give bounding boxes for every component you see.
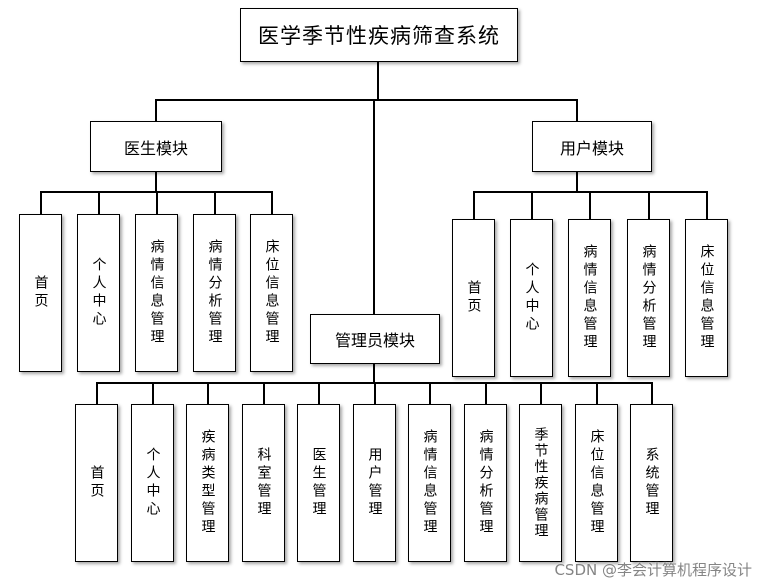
connector xyxy=(473,191,475,219)
doctor-module-label: 医生模块 xyxy=(123,138,188,158)
admin-module-label: 管理员模块 xyxy=(334,331,415,350)
admin-item-box: 疾病类型管理 xyxy=(186,404,229,562)
connector xyxy=(271,191,273,214)
watermark: CSDN @李会计算机程序设计 xyxy=(554,561,752,579)
admin-item-box: 用户管理 xyxy=(353,404,396,562)
connector xyxy=(540,382,542,404)
admin-item-label: 个人中心 xyxy=(144,447,161,519)
admin-item-label: 用户管理 xyxy=(366,447,383,519)
connector xyxy=(576,99,578,121)
system-title-box: 医学季节性疾病筛查系统 xyxy=(240,8,518,62)
user-item-label: 病情信息管理 xyxy=(581,244,598,352)
doctor-module-box: 医生模块 xyxy=(90,121,222,172)
connector xyxy=(318,382,320,404)
user-item-label: 床位信息管理 xyxy=(698,244,715,352)
user-item-label: 病情分析管理 xyxy=(640,244,657,352)
admin-item-label: 科室管理 xyxy=(255,447,272,519)
admin-item-box: 病情信息管理 xyxy=(408,404,451,562)
doctor-item-label: 首页 xyxy=(32,275,49,311)
admin-item-box: 医生管理 xyxy=(297,404,340,562)
doctor-item-box: 首页 xyxy=(19,214,62,372)
doctor-item-box: 病情分析管理 xyxy=(193,214,236,372)
admin-item-label: 床位信息管理 xyxy=(588,429,605,537)
user-item-box: 床位信息管理 xyxy=(685,219,728,377)
admin-item-box: 科室管理 xyxy=(242,404,285,562)
doctor-item-box: 床位信息管理 xyxy=(250,214,293,372)
admin-item-box: 系统管理 xyxy=(630,404,673,562)
admin-item-box: 季节性疾病管理 xyxy=(519,404,562,562)
user-item-box: 病情分析管理 xyxy=(627,219,670,377)
doctor-item-label: 病情信息管理 xyxy=(148,239,165,347)
connector xyxy=(263,382,265,404)
user-item-label: 首页 xyxy=(465,280,482,316)
connector xyxy=(98,191,100,214)
connector xyxy=(589,191,591,219)
connector xyxy=(155,172,157,192)
user-item-box: 首页 xyxy=(452,219,495,377)
connector xyxy=(377,62,379,100)
user-module-label: 用户模块 xyxy=(559,138,624,158)
user-module-box: 用户模块 xyxy=(532,121,652,172)
connector xyxy=(429,382,431,404)
connector xyxy=(207,382,209,404)
connector xyxy=(576,172,578,192)
doctor-item-label: 病情分析管理 xyxy=(206,239,223,347)
user-item-box: 病情信息管理 xyxy=(568,219,611,377)
connector xyxy=(373,99,375,314)
connector xyxy=(214,191,216,214)
doctor-item-label: 个人中心 xyxy=(90,257,107,329)
connector xyxy=(531,191,533,219)
connector xyxy=(373,364,375,383)
connector xyxy=(374,382,376,404)
admin-module-box: 管理员模块 xyxy=(310,314,440,364)
admin-item-label: 疾病类型管理 xyxy=(199,429,216,537)
connector xyxy=(651,382,653,404)
admin-item-label: 病情信息管理 xyxy=(421,429,438,537)
doctor-item-box: 病情信息管理 xyxy=(135,214,178,372)
connector xyxy=(596,382,598,404)
admin-item-box: 首页 xyxy=(75,404,118,562)
admin-item-label: 医生管理 xyxy=(310,447,327,519)
admin-item-label: 系统管理 xyxy=(643,447,660,519)
admin-item-box: 个人中心 xyxy=(131,404,174,562)
connector xyxy=(706,191,708,219)
doctor-item-box: 个人中心 xyxy=(77,214,120,372)
connector xyxy=(96,382,98,404)
connector xyxy=(156,191,158,214)
connector xyxy=(40,191,42,214)
user-item-box: 个人中心 xyxy=(510,219,553,377)
user-item-label: 个人中心 xyxy=(523,262,540,334)
connector xyxy=(648,191,650,219)
connector xyxy=(155,99,577,101)
admin-item-box: 床位信息管理 xyxy=(575,404,618,562)
admin-item-box: 病情分析管理 xyxy=(464,404,507,562)
connector xyxy=(485,382,487,404)
system-title: 医学季节性疾病筛查系统 xyxy=(258,24,500,48)
connector xyxy=(155,99,157,121)
admin-item-label: 病情分析管理 xyxy=(477,429,494,537)
admin-item-label: 季节性疾病管理 xyxy=(532,427,549,539)
doctor-item-label: 床位信息管理 xyxy=(263,239,280,347)
connector xyxy=(152,382,154,404)
admin-item-label: 首页 xyxy=(88,465,105,501)
